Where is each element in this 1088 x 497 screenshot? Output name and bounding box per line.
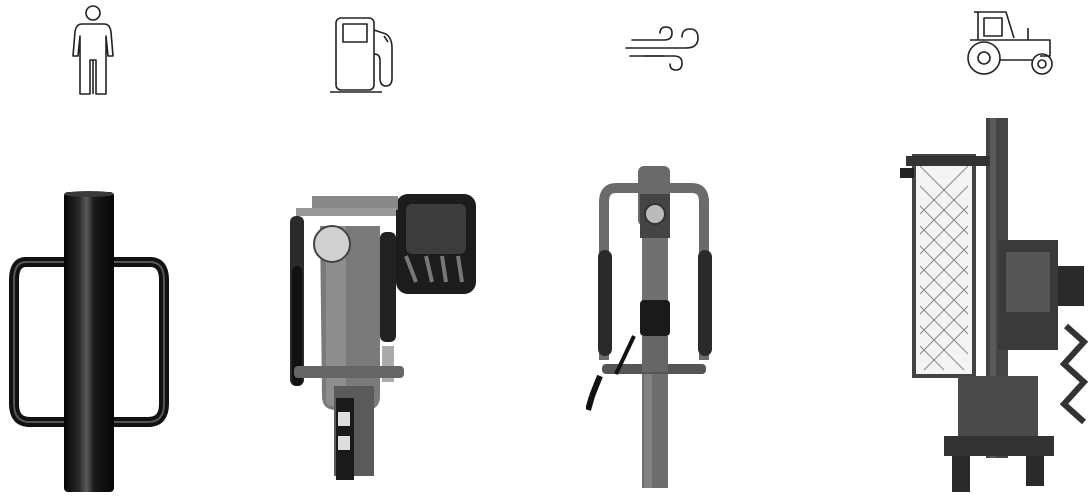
fuel-pump-icon [330, 16, 400, 96]
tractor-mounted-post-driver-image [898, 116, 1088, 494]
pneumatic-post-driver-image [586, 164, 722, 490]
gas-post-driver-image [276, 186, 486, 486]
tractor-icon [964, 6, 1060, 78]
person-icon [70, 4, 116, 96]
wind-icon [624, 24, 704, 80]
manual-post-driver-image [8, 190, 174, 494]
